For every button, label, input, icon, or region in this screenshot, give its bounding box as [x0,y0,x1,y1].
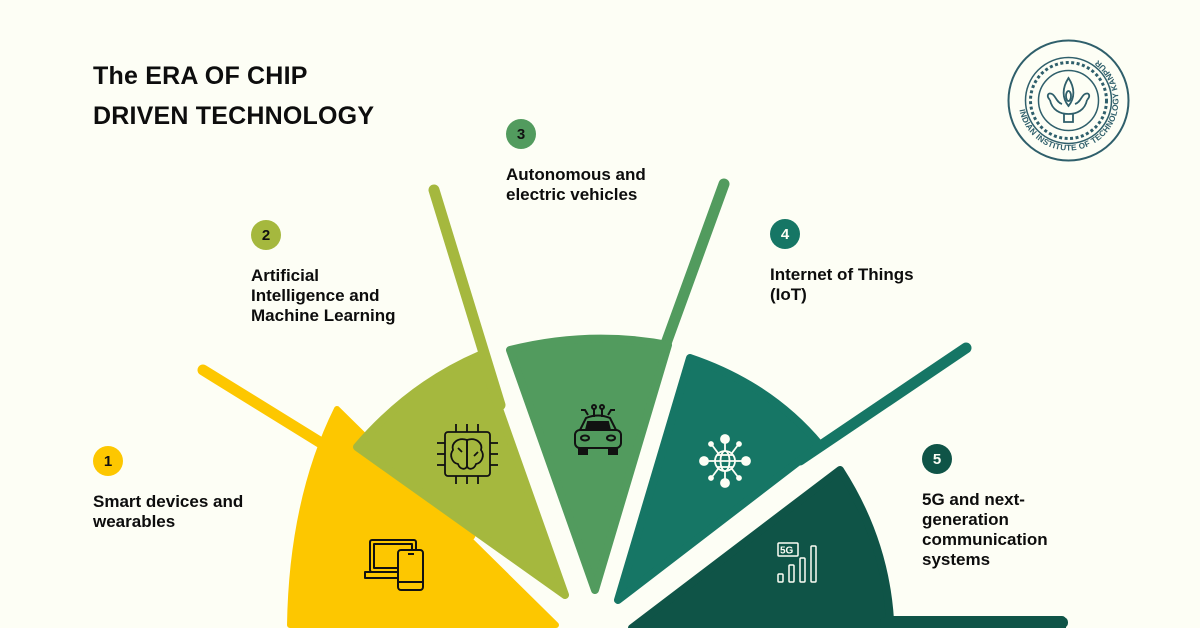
5g-signal-icon: 5G [777,542,817,583]
item-2-badge: 2 [251,220,281,250]
iot-globe-icon [699,434,751,488]
item-1-badge: 1 [93,446,123,476]
item-3: 3 Autonomous and electric vehicles [506,119,646,205]
item-1-label: Smart devices and wearables [93,492,244,531]
item-5-label: 5G and next- generation communication sy… [922,490,1048,569]
sector-2 [353,351,569,599]
item-3-badge: 3 [506,119,536,149]
sector-3 [506,334,672,594]
laptop-phone-icon [364,539,424,591]
item-2: 2 Artificial Intelligence and Machine Le… [251,220,396,326]
ray-3 [654,178,730,366]
page-title: The ERA OF CHIP DRIVEN TECHNOLOGY [93,56,374,136]
5g-label: 5G [780,546,794,557]
item-1: 1 Smart devices and wearables [93,446,243,532]
title-line-1: The ERA OF CHIP [93,62,308,90]
sector-1 [287,406,559,628]
item-3-label: Autonomous and electric vehicles [506,165,646,204]
connected-car-icon [574,404,622,455]
item-4: 4 Internet of Things (IoT) [770,219,914,305]
item-2-label: Artificial Intelligence and Machine Lear… [251,266,396,325]
item-4-label: Internet of Things (IoT) [770,265,914,304]
iit-kanpur-logo: INDIAN INSTITUTE OF TECHNOLOGY KANPUR [1007,39,1130,162]
title-line-2: DRIVEN TECHNOLOGY [93,102,375,130]
item-4-badge: 4 [770,219,800,249]
sector-5-base [880,617,1068,628]
item-5-badge: 5 [922,444,952,474]
ai-chip-brain-icon [437,424,498,484]
lamp-emblem-icon [1046,76,1091,123]
sector-4 [614,354,824,604]
ray-4 [794,342,972,466]
item-5: 5 5G and next- generation communication … [922,444,1048,570]
